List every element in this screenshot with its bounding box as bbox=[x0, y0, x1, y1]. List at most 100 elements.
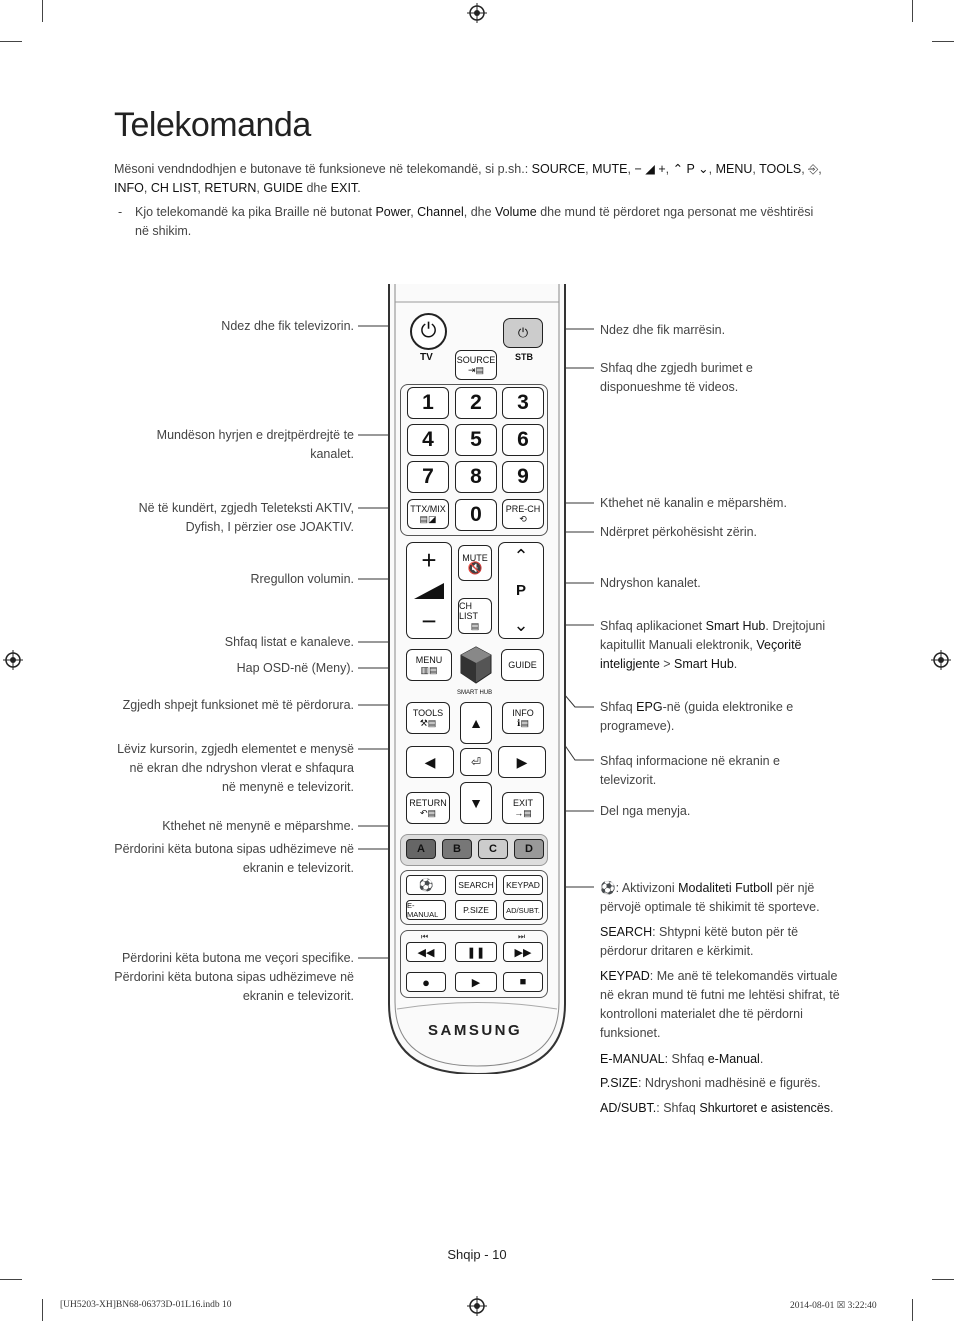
crop-mark bbox=[0, 1279, 22, 1280]
number-4-button[interactable]: 4 bbox=[407, 424, 449, 456]
label-chlist: Shfaq listat e kanaleve. bbox=[224, 635, 354, 649]
info-icon: ℹ▤ bbox=[517, 718, 529, 728]
crop-mark bbox=[42, 0, 43, 22]
label-keypad: KEYPAD: Me anë të telekomandës virtuale … bbox=[600, 969, 840, 1040]
number-2-button[interactable]: 2 bbox=[455, 387, 497, 419]
label-volume: Rregullon volumin. bbox=[250, 572, 354, 586]
label-emanual: E-MANUAL: Shfaq e-Manual. bbox=[600, 1052, 764, 1066]
label-prech: Kthehet në kanalin e mëparshëm. bbox=[600, 496, 787, 510]
label-source: Shfaq dhe zgjedh burimet e disponueshme … bbox=[600, 361, 753, 394]
crop-mark bbox=[912, 1299, 913, 1321]
volume-up: + bbox=[421, 545, 437, 575]
number-0-button[interactable]: 0 bbox=[455, 499, 497, 531]
chevron-down-icon: ⌄ bbox=[513, 615, 529, 635]
label-power: Ndez dhe fik televizorin. bbox=[221, 319, 354, 333]
football-button[interactable]: ⚽ bbox=[406, 875, 446, 895]
color-key-c[interactable]: C bbox=[478, 839, 508, 859]
menu-icon: ▥▤ bbox=[420, 665, 438, 675]
rewind-button[interactable]: ◀◀ bbox=[406, 942, 446, 962]
arrow-down-button[interactable]: ▼ bbox=[460, 782, 492, 824]
football-icon: ⚽ bbox=[600, 881, 616, 895]
label-mute: Ndërpret përkohësisht zërin. bbox=[600, 525, 758, 539]
number-pad bbox=[400, 384, 548, 536]
number-8-button[interactable]: 8 bbox=[455, 461, 497, 493]
tv-label: TV bbox=[420, 352, 433, 363]
braille-note: - Kjo telekomandë ka pika Braille në but… bbox=[118, 205, 814, 238]
stb-power-button[interactable]: ⏻ bbox=[503, 318, 543, 348]
enter-button[interactable]: ⏎ bbox=[460, 748, 492, 776]
print-info-right: 2014-08-01 ☒ 3:22:40 bbox=[790, 1301, 877, 1311]
fast-forward-button[interactable]: ▶▶ bbox=[503, 942, 543, 962]
return-icon: ↶▤ bbox=[419, 808, 437, 818]
number-9-button[interactable]: 9 bbox=[502, 461, 544, 493]
registration-mark-icon bbox=[467, 1296, 487, 1316]
ch-list-button[interactable]: CH LIST ▤ bbox=[458, 598, 492, 634]
arrow-right-button[interactable]: ▶ bbox=[498, 746, 546, 778]
arrow-up-button[interactable]: ▲ bbox=[460, 702, 492, 744]
number-5-button[interactable]: 5 bbox=[455, 424, 497, 456]
prech-icon: ⟲ bbox=[519, 514, 527, 524]
page-title: Telekomanda bbox=[114, 106, 311, 144]
arrow-left-button[interactable]: ◀ bbox=[406, 746, 454, 778]
return-button[interactable]: RETURN ↶▤ bbox=[406, 792, 450, 824]
volume-icon bbox=[414, 582, 444, 599]
label-return: Kthehet në menynë e mëparshme. bbox=[162, 819, 354, 833]
menu-button[interactable]: MENU ▥▤ bbox=[406, 649, 452, 681]
number-7-button[interactable]: 7 bbox=[407, 461, 449, 493]
label-adsubt: AD/SUBT.: Shfaq Shkurtoret e asistencës. bbox=[600, 1101, 834, 1115]
label-psize: P.SIZE: Ndryshoni madhësinë e figurës. bbox=[600, 1076, 821, 1090]
info-button[interactable]: INFO ℹ▤ bbox=[502, 702, 544, 734]
volume-rocker[interactable]: + − bbox=[406, 542, 452, 639]
pre-ch-button[interactable]: PRE-CH ⟲ bbox=[502, 499, 544, 529]
e-manual-button[interactable]: E-MANUAL bbox=[406, 900, 446, 920]
ad-subt-button[interactable]: AD/SUBT. bbox=[503, 900, 543, 920]
color-key-a[interactable]: A bbox=[406, 839, 436, 859]
label-info: Shfaq informacione në ekranin e televizo… bbox=[600, 754, 780, 787]
play-button[interactable]: ▶ bbox=[455, 972, 497, 992]
ttx-mix-button[interactable]: TTX/MIX ▤◪ bbox=[407, 499, 449, 529]
intro-paragraph: Mësoni vendndodhjen e butonave të funksi… bbox=[114, 162, 822, 195]
skip-back-icon: ⏮ bbox=[421, 932, 429, 941]
guide-button[interactable]: GUIDE bbox=[501, 649, 544, 681]
tools-button[interactable]: TOOLS ⚒▤ bbox=[406, 702, 450, 734]
teletext-icon: ▤◪ bbox=[419, 514, 437, 524]
skip-forward-icon: ⏭ bbox=[518, 932, 526, 941]
channel-label: P bbox=[515, 582, 526, 599]
crop-mark bbox=[912, 0, 913, 22]
print-info-left: [UH5203-XH]BN68-06373D-01L16.indb 10 bbox=[60, 1300, 232, 1310]
channel-rocker[interactable]: ⌃ P ⌄ bbox=[498, 542, 544, 639]
color-key-b[interactable]: B bbox=[442, 839, 472, 859]
pause-button[interactable]: ❚❚ bbox=[455, 942, 497, 962]
label-cursor: Lëviz kursorin, zgjedh elementet e menys… bbox=[117, 742, 354, 794]
exit-button[interactable]: EXIT →▤ bbox=[502, 792, 544, 824]
record-button[interactable]: ● bbox=[406, 972, 446, 992]
search-button[interactable]: SEARCH bbox=[455, 875, 497, 895]
label-tools: Zgjedh shpejt funksionet më të përdorura… bbox=[122, 698, 354, 712]
label-channel: Ndryshon kanalet. bbox=[600, 576, 701, 590]
mute-button[interactable]: MUTE 🔇 bbox=[458, 545, 492, 581]
smart-hub-button[interactable] bbox=[459, 645, 493, 691]
number-6-button[interactable]: 6 bbox=[502, 424, 544, 456]
smart-hub-label: SMART HUB bbox=[457, 690, 493, 696]
label-special: Përdorini këta butona me veçori specifik… bbox=[114, 951, 354, 1003]
stop-button[interactable]: ■ bbox=[503, 972, 543, 992]
color-key-d[interactable]: D bbox=[514, 839, 544, 859]
tv-power-button[interactable]: ⏻ bbox=[410, 313, 447, 350]
smart-hub-icon bbox=[460, 646, 492, 684]
keypad-button[interactable]: KEYPAD bbox=[503, 875, 543, 895]
registration-mark-icon bbox=[3, 650, 23, 670]
crop-mark bbox=[0, 41, 22, 42]
label-channel-access: Mundëson hyrjen e drejtpërdrejtë te kana… bbox=[156, 428, 354, 461]
function-keys-group bbox=[400, 870, 548, 925]
crop-mark bbox=[932, 1279, 954, 1280]
number-3-button[interactable]: 3 bbox=[502, 387, 544, 419]
label-stb: Ndez dhe fik marrësin. bbox=[600, 323, 726, 337]
label-epg: Shfaq EPG-në (guida elektronike e progra… bbox=[600, 700, 794, 733]
source-icon: ⎆ bbox=[808, 162, 819, 176]
chevron-up-icon: ⌃ bbox=[513, 546, 529, 566]
p-size-button[interactable]: P.SIZE bbox=[455, 900, 497, 920]
crop-mark bbox=[42, 1299, 43, 1321]
source-button[interactable]: SOURCE ⇥▤ bbox=[455, 350, 497, 380]
number-1-button[interactable]: 1 bbox=[407, 387, 449, 419]
tools-icon: ⚒▤ bbox=[419, 718, 437, 728]
